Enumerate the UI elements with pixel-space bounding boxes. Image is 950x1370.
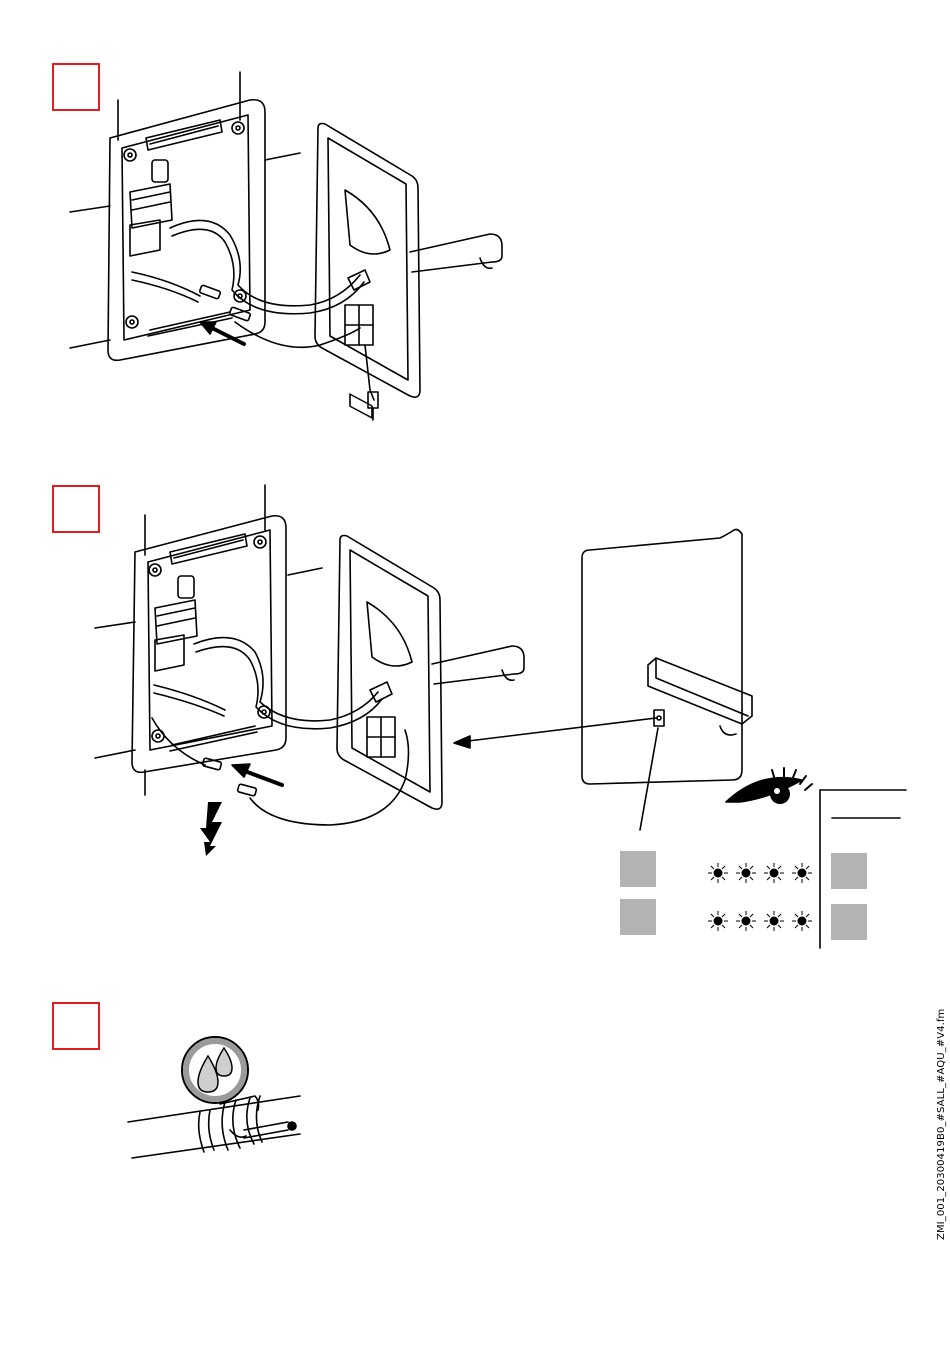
indicator-box-right-2 <box>831 904 867 940</box>
lightning-bolt-icon <box>200 802 222 856</box>
indicator-box-left-1 <box>620 851 656 887</box>
water-drops-icon <box>182 1037 248 1103</box>
arrow-icon <box>232 764 282 785</box>
wall-box-icon <box>108 100 364 361</box>
installation-figure-2 <box>60 480 940 950</box>
indicator-box-left-2 <box>620 899 656 935</box>
blinking-led-icon <box>708 863 812 931</box>
shutoff-valve-icon <box>128 1096 300 1158</box>
indicator-box-right-1 <box>831 853 867 889</box>
eye-icon <box>726 768 812 804</box>
installation-figure-3 <box>110 1030 330 1180</box>
step-3-frame <box>52 1002 100 1050</box>
installation-figure-1 <box>60 60 520 430</box>
document-code: ZMI_001_20300419B0_#SALL_#AQU_#V4.fm <box>936 1009 947 1240</box>
